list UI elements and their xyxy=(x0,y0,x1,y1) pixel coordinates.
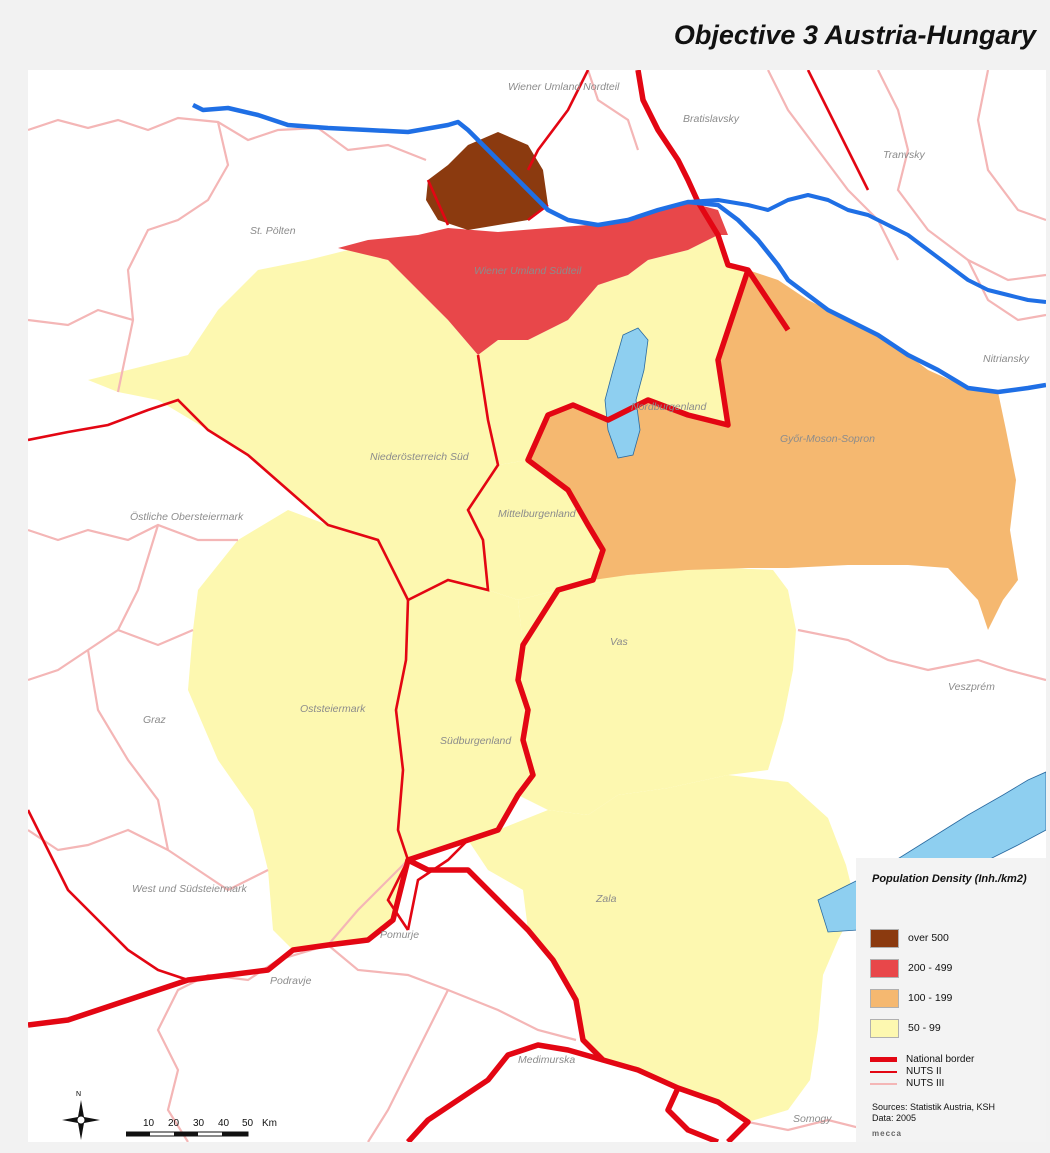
region-niederosterreich-sud[interactable] xyxy=(88,250,498,600)
region-zala[interactable] xyxy=(468,775,856,1122)
label-ostliche-obersteiermark: Östliche Obersteiermark xyxy=(130,511,244,523)
legend-line-sample xyxy=(870,1070,897,1073)
scale-tick: 30 xyxy=(193,1118,205,1129)
label-st-polten: St. Pölten xyxy=(250,225,296,237)
map-canvas[interactable]: Wiener Umland Nordteil Bratislavsky Tran… xyxy=(28,70,1046,1142)
scale-tick: 20 xyxy=(168,1118,180,1129)
north-arrow-icon: N xyxy=(62,1091,100,1140)
region-sudburgenland[interactable] xyxy=(396,580,533,860)
legend-swatch xyxy=(870,958,899,978)
label-mittelburgenland: Mittelburgenland xyxy=(498,508,577,520)
scale-tick: 50 xyxy=(242,1118,254,1129)
region-nordburgenland[interactable] xyxy=(478,235,748,465)
legend-class-label: 100 - 199 xyxy=(908,992,953,1004)
river-danube xyxy=(191,102,1046,395)
legend-class-label: 200 - 499 xyxy=(908,962,953,974)
data-year-text: Data: 2005 xyxy=(872,1113,917,1123)
legend-class-row: 100 - 199 xyxy=(870,988,953,1008)
legend-swatch xyxy=(870,1018,899,1038)
legend-class-label: over 500 xyxy=(908,932,949,944)
label-sudburgenland: Südburgenland xyxy=(440,735,512,747)
label-niederosterreich-sud: Niederösterreich Süd xyxy=(370,451,470,463)
map-legend: Population Density (Inh./km2) over 500 2… xyxy=(856,858,1046,1142)
region-wien[interactable] xyxy=(426,132,548,230)
region-wiener-umland-sudteil[interactable] xyxy=(338,202,728,355)
sources-text: Sources: Statistik Austria, KSH xyxy=(872,1102,996,1112)
label-tranvsky: Tranvsky xyxy=(883,149,926,161)
label-gyor-moson-sopron: Győr-Moson-Sopron xyxy=(780,433,875,445)
national-borders xyxy=(28,70,791,1142)
legend-class-row: over 500 xyxy=(870,928,949,948)
label-nordburgenland: Nordburgenland xyxy=(631,401,707,413)
legend-line-label: National border xyxy=(906,1054,975,1065)
legend-title: Population Density (Inh./km2) xyxy=(872,873,1027,885)
river-danube-branch xyxy=(687,193,1046,304)
legend-swatch xyxy=(870,988,899,1008)
legend-line-row: NUTS II xyxy=(870,1066,942,1077)
lake-neusiedl xyxy=(604,327,649,459)
map-title: Objective 3 Austria-Hungary xyxy=(673,20,1036,50)
label-nitriansky: Nitriansky xyxy=(983,353,1030,365)
label-wiener-umland-nordteil: Wiener Umland Nordteil xyxy=(508,81,620,93)
scale-bar-graphic xyxy=(126,1131,249,1137)
scale-tick: 40 xyxy=(218,1118,230,1129)
legend-line-row: NUTS III xyxy=(870,1078,944,1089)
compass-rose-icon xyxy=(62,1100,100,1140)
label-zala: Zala xyxy=(595,893,617,905)
scale-unit: Km xyxy=(262,1118,277,1129)
legend-line-label: NUTS III xyxy=(906,1078,945,1089)
label-wiener-umland-sudteil: Wiener Umland Südteil xyxy=(474,265,582,277)
legend-class-label: 50 - 99 xyxy=(908,1022,941,1034)
label-vas: Vas xyxy=(610,636,628,648)
label-bratislavsky: Bratislavsky xyxy=(683,113,740,125)
label-somogy: Somogy xyxy=(793,1113,832,1125)
legend-swatch xyxy=(870,928,899,948)
region-vas[interactable] xyxy=(518,568,796,815)
legend-class-row: 200 - 499 xyxy=(870,958,953,978)
legend-line-label: NUTS II xyxy=(906,1066,942,1077)
region-oststeiermark[interactable] xyxy=(188,510,408,950)
label-graz: Graz xyxy=(143,714,167,726)
legend-line-row: National border xyxy=(870,1054,974,1065)
label-west-und-sudsteiermark: West und Südsteiermark xyxy=(132,883,248,895)
label-veszprem: Veszprém xyxy=(948,681,995,693)
legend-sources: Sources: Statistik Austria, KSH Data: 20… xyxy=(872,1102,995,1124)
legend-line-sample xyxy=(870,1082,897,1085)
label-pomurje: Pomurje xyxy=(380,929,419,941)
map-svg[interactable]: Wiener Umland Nordteil Bratislavsky Tran… xyxy=(28,70,1046,1142)
label-medimurska: Medimurska xyxy=(518,1054,575,1066)
nuts2-boundaries xyxy=(28,70,870,982)
nuts3-boundaries xyxy=(28,70,1046,1142)
mecca-logo: mecca xyxy=(872,1129,902,1138)
label-oststeiermark: Oststeiermark xyxy=(300,703,366,715)
region-gyor-moson-sopron[interactable] xyxy=(528,270,1018,630)
legend-class-row: 50 - 99 xyxy=(870,1018,941,1038)
legend-line-sample xyxy=(870,1057,897,1062)
label-podravje: Podravje xyxy=(270,975,312,987)
scale-tick: 10 xyxy=(143,1118,155,1129)
scale-bar: 10 20 30 40 50 Km xyxy=(126,1118,296,1142)
compass-north-letter: N xyxy=(76,1091,82,1098)
